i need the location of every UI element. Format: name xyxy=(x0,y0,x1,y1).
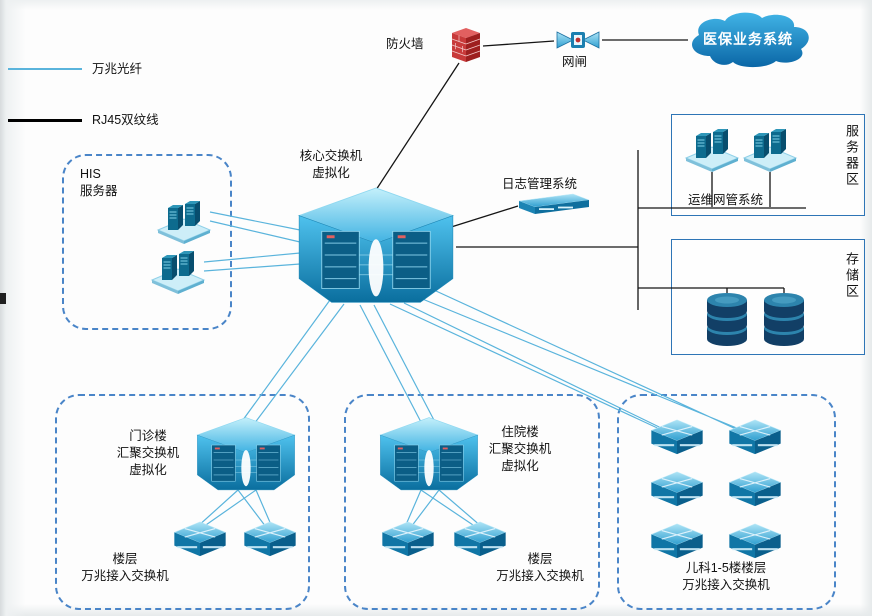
outpatient-aggregation-cluster-icon xyxy=(193,416,299,504)
server-area-title: 服务器区 xyxy=(844,124,859,188)
gateway-label: 网闸 xyxy=(562,55,588,69)
log-system-icon xyxy=(516,192,592,216)
outpatient-access-switch-icon-2 xyxy=(242,520,298,558)
core-switch-cluster-icon xyxy=(292,186,460,324)
storage-disk-icon-2 xyxy=(760,292,808,350)
legend-fiber-line xyxy=(8,68,82,70)
ops-server-icon-1 xyxy=(684,124,740,172)
his-zone-label: HIS 服务器 xyxy=(80,167,118,198)
left-edge-mark xyxy=(0,293,6,304)
firewall-label: 防火墙 xyxy=(386,37,424,51)
inpatient-aggregation-cluster-icon xyxy=(376,416,482,504)
inpatient-switch-label: 住院楼 汇聚交换机 虚拟化 xyxy=(488,425,552,473)
pediatrics-access-switch-icon-3 xyxy=(648,470,706,508)
pediatrics-access-switch-icon-1 xyxy=(648,418,706,456)
insurance-cloud: 医保业务系统 xyxy=(680,10,816,68)
legend-fiber-label: 万兆光纤 xyxy=(92,62,143,76)
ops-system-label: 运维网管系统 xyxy=(688,193,764,207)
pediatrics-access-switch-icon-6 xyxy=(726,522,784,560)
his-server-icon-2 xyxy=(150,246,206,294)
cloud-label: 医保业务系统 xyxy=(703,31,793,47)
pediatrics-footer-label: 儿科1-5楼楼层 万兆接入交换机 xyxy=(682,561,770,592)
firewall-icon xyxy=(449,26,483,64)
legend-rj45-line xyxy=(8,119,82,122)
pediatrics-access-switch-icon-4 xyxy=(726,470,784,508)
legend-rj45-label: RJ45双纹线 xyxy=(92,113,159,127)
network-gap-icon xyxy=(554,28,602,52)
storage-disk-icon-1 xyxy=(703,292,751,350)
storage-area-title: 存储区 xyxy=(844,252,859,300)
log-system-label: 日志管理系统 xyxy=(502,177,578,191)
inpatient-footer-label: 楼层 万兆接入交换机 xyxy=(496,552,584,583)
outpatient-footer-label: 楼层 万兆接入交换机 xyxy=(81,552,169,583)
pediatrics-access-switch-icon-2 xyxy=(726,418,784,456)
pediatrics-access-switch-icon-5 xyxy=(648,522,706,560)
core-switch-label: 核心交换机 虚拟化 xyxy=(299,149,363,180)
inpatient-access-switch-icon-1 xyxy=(380,520,436,558)
outpatient-switch-label: 门诊楼 汇聚交换机 虚拟化 xyxy=(116,429,180,477)
ops-server-icon-2 xyxy=(742,124,798,172)
his-server-icon-1 xyxy=(156,196,212,244)
